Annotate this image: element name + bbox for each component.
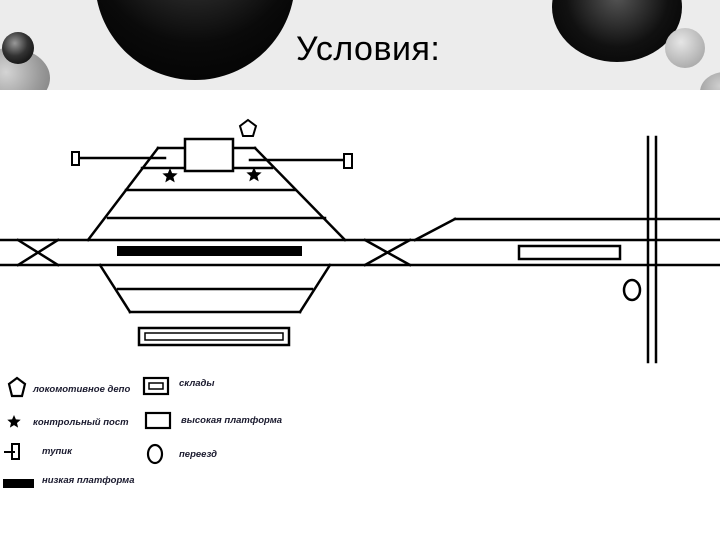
legend-label-crossing: переезд: [179, 449, 218, 460]
level-crossing: [622, 278, 642, 302]
pentagon-icon: [7, 376, 27, 398]
legend-label-depot: локомотивное депо: [33, 384, 131, 395]
yard-track: [298, 263, 332, 314]
low-platform: [117, 246, 302, 256]
control-post: [246, 167, 262, 182]
dead-end-marker: [71, 151, 80, 166]
high-platform-icon: [144, 411, 172, 430]
high-platform: [517, 244, 622, 261]
legend-label-low-platform: низкая платформа: [42, 475, 135, 486]
branch-track: [413, 217, 457, 242]
slide-header: [0, 0, 720, 90]
yard-track: [253, 146, 347, 242]
low-platform-icon: [3, 479, 34, 488]
dead-end-icon: [4, 443, 20, 460]
star-icon: [7, 415, 21, 428]
high-platform: [183, 137, 235, 173]
warehouse-icon: [142, 376, 170, 396]
legend-label-high-platform: высокая платформа: [181, 415, 283, 426]
legend-label-dead-end: тупик: [42, 446, 72, 457]
yard-track: [98, 263, 132, 314]
slide-title: Условия:: [296, 30, 441, 68]
control-post: [162, 168, 178, 183]
locomotive-depot: [238, 118, 258, 137]
warehouse: [144, 332, 284, 341]
yard-track: [86, 146, 160, 242]
dead-end-marker: [343, 153, 353, 169]
decorative-sphere: [2, 32, 34, 64]
decorative-sphere: [665, 28, 705, 68]
crossing-icon: [146, 443, 164, 465]
legend-label-warehouse: склады: [179, 378, 215, 389]
legend-label-control-post: контрольный пост: [33, 417, 129, 428]
crossover: [363, 238, 412, 267]
crossover: [16, 238, 60, 267]
